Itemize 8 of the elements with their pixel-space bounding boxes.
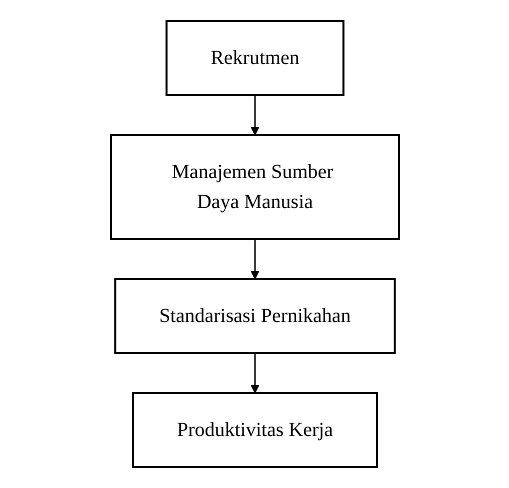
node-box <box>165 20 344 96</box>
flowchart: Rekrutmen Manajemen Sumber Daya Manusia Standarisasi Pernikahan Produktivitas Kerja <box>102 13 406 475</box>
node-box <box>110 134 400 240</box>
node-box <box>114 278 396 354</box>
arrow <box>250 239 259 280</box>
arrow <box>250 353 259 394</box>
node-box <box>131 392 378 468</box>
arrow <box>250 95 259 136</box>
